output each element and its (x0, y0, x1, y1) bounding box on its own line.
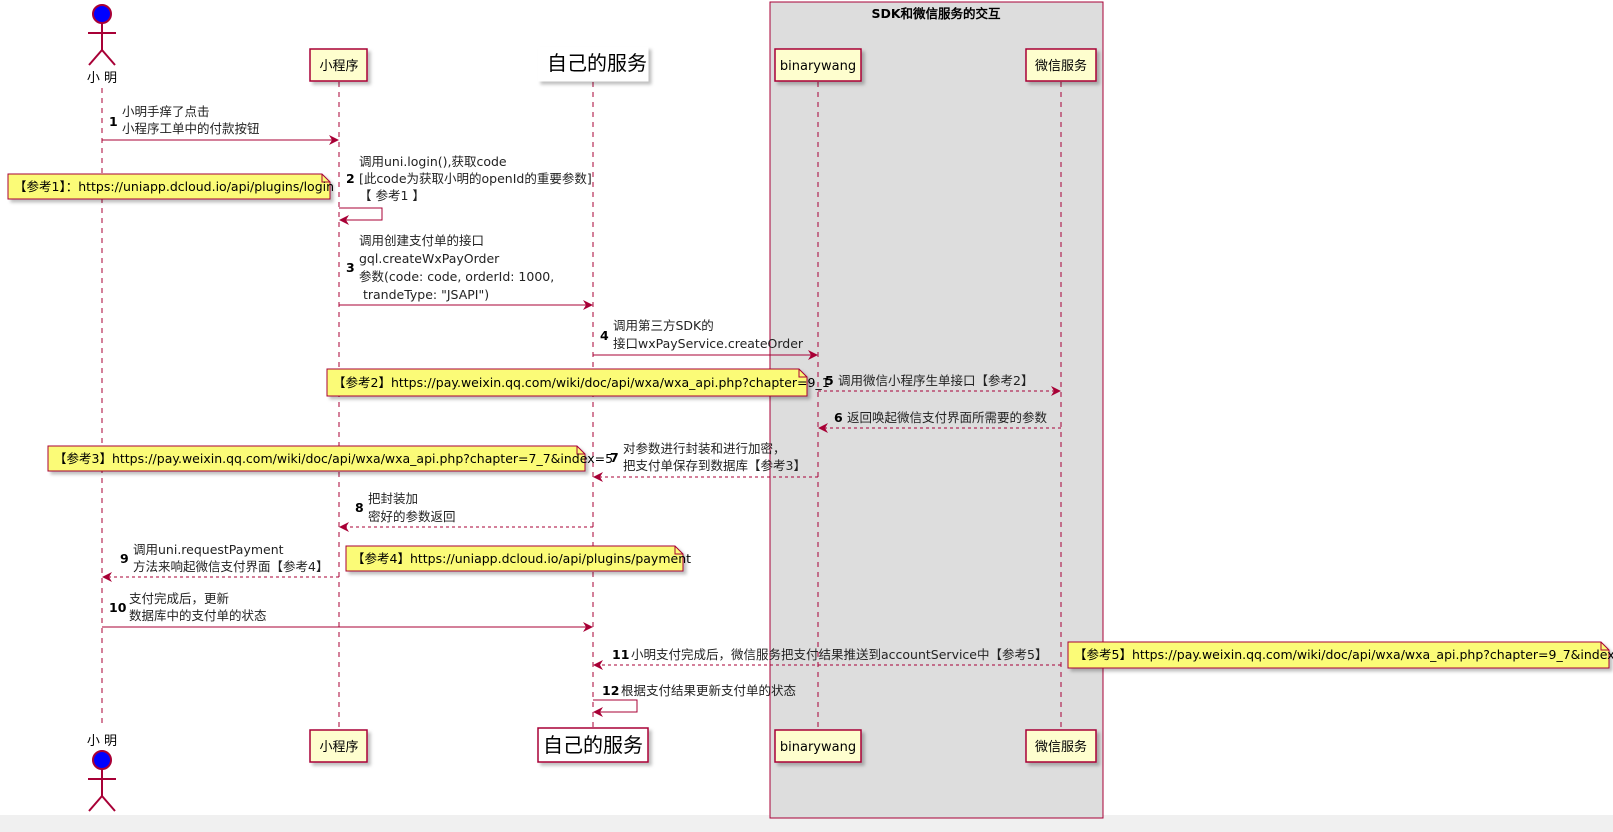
message-label-line: gql.createWxPayOrder (359, 251, 500, 266)
participant-label: 小程序 (319, 740, 358, 755)
message-label-line: 接口wxPayService.createOrder (613, 336, 804, 351)
message-label-line: 密好的参数返回 (368, 509, 456, 524)
note-text: 【参考2】https://pay.weixin.qq.com/wiki/doc/… (333, 375, 830, 390)
message-label-line: 调用微信小程序生单接口【参考2】 (838, 373, 1033, 388)
actor-xiaoming-top[interactable]: 小 明 (87, 4, 117, 86)
message-number: 9 (120, 551, 129, 566)
message-12[interactable]: 12 根据支付结果更新支付单的状态 (593, 683, 796, 717)
message-number: 1 (109, 114, 118, 129)
message-number: 11 (612, 647, 629, 662)
message-7[interactable]: 7 对参数进行封装和进行加密， 把支付单保存到数据库【参考3】 (593, 441, 818, 482)
message-label-line: 小程序工单中的付款按钮 (122, 121, 260, 136)
message-number: 2 (346, 171, 355, 186)
participant-server-top[interactable]: 自己的服务 (537, 46, 649, 82)
message-label-line: 调用uni.login(),获取code (359, 154, 507, 169)
message-label-line: 数据库中的支付单的状态 (129, 608, 267, 623)
message-1[interactable]: 1 小明手痒了点击 小程序工单中的付款按钮 (102, 104, 339, 145)
message-label-line: 【 参考1 】 (359, 188, 425, 203)
message-label-line: 小明支付完成后，微信服务把支付结果推送到accountService中【参考5】 (631, 647, 1047, 662)
note-text: 【参考1】：https://uniapp.dcloud.io/api/plugi… (14, 179, 334, 194)
participant-wechat-top[interactable]: 微信服务 (1025, 48, 1097, 82)
note-text: 【参考4】https://uniapp.dcloud.io/api/plugin… (352, 551, 691, 566)
participant-wechat-bottom[interactable]: 微信服务 (1025, 729, 1097, 763)
message-label-line: 参数(code: code, orderId: 1000, (359, 269, 554, 284)
message-2[interactable]: 2 调用uni.login(),获取code [此code为获取小明的openI… (339, 154, 592, 225)
message-label-line: 根据支付结果更新支付单的状态 (621, 683, 796, 698)
message-arrow (339, 207, 383, 225)
actor-xiaoming-bottom[interactable]: 小 明 (87, 734, 117, 812)
message-6[interactable]: 6 返回唤起微信支付界面所需要的参数 (818, 410, 1061, 433)
note-text: 【参考3】https://pay.weixin.qq.com/wiki/doc/… (54, 451, 613, 466)
participant-label: 微信服务 (1035, 58, 1087, 74)
message-number: 3 (346, 260, 355, 275)
participant-label: 自己的服务 (547, 51, 647, 75)
message-label-line: 小明手痒了点击 (122, 104, 210, 119)
participant-label: 自己的服务 (543, 733, 643, 757)
note-reference-3[interactable]: 【参考3】https://pay.weixin.qq.com/wiki/doc/… (47, 445, 613, 472)
message-arrow (593, 699, 638, 717)
note-reference-2[interactable]: 【参考2】https://pay.weixin.qq.com/wiki/doc/… (326, 368, 830, 397)
participant-miniapp-bottom[interactable]: 小程序 (309, 729, 368, 763)
actor-label: 小 明 (87, 734, 117, 749)
participant-label: 小程序 (319, 59, 358, 74)
participant-server-bottom[interactable]: 自己的服务 (537, 727, 649, 763)
group-box-title: SDK和微信服务的交互 (871, 6, 1001, 21)
message-label-line: trandeType: "JSAPI") (359, 287, 489, 302)
participant-binarywang-top[interactable]: binarywang (774, 48, 862, 82)
message-label-line: 调用创建支付单的接口 (359, 233, 484, 248)
message-number: 8 (355, 500, 364, 515)
message-number: 4 (600, 328, 609, 343)
note-text: 【参考5】https://pay.weixin.qq.com/wiki/doc/… (1074, 647, 1613, 662)
participant-binarywang-bottom[interactable]: binarywang (774, 729, 862, 763)
participant-label: binarywang (780, 740, 856, 755)
participant-miniapp-top[interactable]: 小程序 (309, 48, 368, 82)
message-11[interactable]: 11 小明支付完成后，微信服务把支付结果推送到accountService中【参… (593, 647, 1061, 670)
message-label-line: 对参数进行封装和进行加密， (623, 441, 786, 456)
actor-label: 小 明 (87, 71, 117, 86)
lifelines (101, 82, 1062, 728)
message-label-line: 调用第三方SDK的 (613, 318, 714, 333)
note-reference-4[interactable]: 【参考4】https://uniapp.dcloud.io/api/plugin… (345, 545, 691, 572)
message-9[interactable]: 9 调用uni.requestPayment 方法来响起微信支付界面【参考4】 (102, 542, 339, 582)
message-label-line: [此code为获取小明的openId的重要参数] (359, 171, 592, 186)
message-number: 5 (825, 373, 834, 388)
actor-stick-figure-icon (88, 4, 116, 66)
message-number: 12 (602, 683, 619, 698)
actor-stick-figure-icon (88, 750, 116, 812)
note-reference-5[interactable]: 【参考5】https://pay.weixin.qq.com/wiki/doc/… (1067, 641, 1613, 669)
message-number: 7 (610, 450, 619, 465)
message-3[interactable]: 3 调用创建支付单的接口 gql.createWxPayOrder 参数(cod… (339, 233, 593, 310)
participant-label: 微信服务 (1035, 739, 1087, 755)
message-number: 10 (109, 600, 127, 615)
message-label-line: 把支付单保存到数据库【参考3】 (623, 458, 806, 473)
message-label-line: 方法来响起微信支付界面【参考4】 (133, 559, 328, 574)
message-number: 6 (834, 410, 843, 425)
message-10[interactable]: 10 支付完成后，更新 数据库中的支付单的状态 (102, 591, 593, 632)
message-label-line: 把封装加 (368, 491, 418, 506)
message-8[interactable]: 8 把封装加 密好的参数返回 (339, 491, 593, 532)
note-reference-1[interactable]: 【参考1】：https://uniapp.dcloud.io/api/plugi… (7, 173, 334, 200)
message-5[interactable]: 5 调用微信小程序生单接口【参考2】 (818, 373, 1061, 396)
message-label-line: 支付完成后，更新 (129, 591, 229, 606)
message-4[interactable]: 4 调用第三方SDK的 接口wxPayService.createOrder (593, 318, 818, 360)
message-label-line: 调用uni.requestPayment (133, 542, 284, 557)
message-label-line: 返回唤起微信支付界面所需要的参数 (847, 410, 1048, 425)
sdk-wechat-group-box: SDK和微信服务的交互 (769, 1, 1104, 819)
participant-label: binarywang (780, 59, 856, 74)
